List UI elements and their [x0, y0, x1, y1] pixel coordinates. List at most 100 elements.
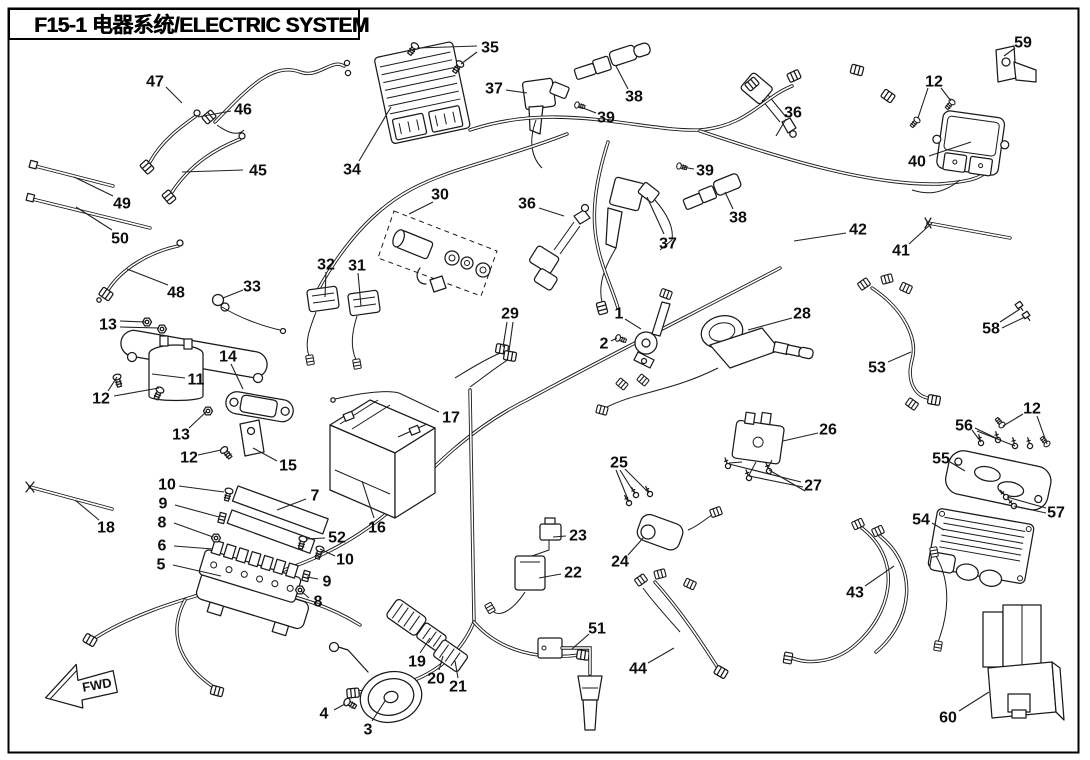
leader-line [438, 655, 444, 671]
part-connector-21 [433, 639, 469, 673]
part-wire-46 [139, 109, 201, 176]
leader-line [222, 289, 244, 299]
part-sensor-36-center [529, 203, 591, 291]
callout-55: 55 [932, 451, 966, 472]
callout-6: 6 [158, 538, 214, 555]
callout-57: 57 [1006, 496, 1065, 522]
callout-number: 29 [501, 306, 519, 323]
callout-54: 54 [912, 512, 945, 531]
callout-number: 20 [427, 671, 445, 688]
part-switch-31 [347, 289, 381, 370]
callout-59: 59 [1003, 35, 1032, 57]
callout-number: 5 [157, 557, 166, 574]
part-harness-43 [782, 517, 948, 665]
callout-number: 14 [219, 349, 237, 366]
fwd-label: FWD [81, 675, 113, 695]
callout-28: 28 [747, 306, 811, 331]
leader-line [305, 537, 326, 540]
leader-line [357, 272, 362, 307]
callout-number: 35 [481, 40, 499, 57]
part-bolt-12a [111, 372, 125, 389]
leader-line [1013, 505, 1047, 514]
callout-47: 47 [146, 74, 183, 104]
page-border [7, 7, 1080, 754]
callout-38: 38 [615, 65, 643, 106]
part-bolt-10a [221, 486, 235, 503]
callout-number: 24 [611, 554, 629, 571]
leader-line [73, 176, 114, 197]
callout-30: 30 [408, 187, 449, 215]
part-fuse-block-6 [198, 539, 302, 603]
part-screw-12-tr-b [908, 115, 922, 130]
callout-number: 49 [113, 196, 131, 213]
part-nut-13b [156, 324, 168, 334]
leader-line [197, 449, 222, 456]
callout-39: 39 [681, 163, 714, 180]
callout-number: 26 [819, 422, 837, 439]
part-wire-17 [330, 391, 400, 403]
callout-number: 25 [610, 455, 628, 472]
part-harness-44 [633, 568, 730, 680]
callout-12: 12 [917, 74, 952, 119]
part-ignition-coil-37-center [595, 176, 673, 316]
callout-number: 42 [849, 222, 867, 239]
callout-number: 27 [804, 478, 822, 495]
callout-number: 12 [1023, 401, 1041, 418]
leader-line [999, 308, 1021, 323]
callout-number: 53 [868, 360, 886, 377]
leader-line [174, 504, 220, 518]
callout-number: 51 [588, 621, 606, 638]
leader-line [976, 430, 1016, 447]
part-bracket-55 [945, 450, 1052, 511]
part-nut-8a [210, 533, 222, 543]
callout-2: 2 [600, 336, 618, 353]
callout-5: 5 [157, 557, 222, 577]
callout-number: 1 [615, 306, 624, 323]
callout-18: 18 [74, 499, 115, 537]
leader-line [361, 480, 375, 519]
callout-26: 26 [782, 422, 837, 442]
leader-line [300, 590, 310, 599]
callout-21: 21 [449, 660, 467, 696]
leader-line [460, 51, 478, 65]
callout-51: 51 [571, 621, 606, 650]
leader-line [333, 703, 346, 711]
part-relay-23 [531, 517, 562, 557]
leader-line [864, 565, 895, 587]
callout-39: 39 [577, 105, 615, 127]
callout-number: 33 [243, 279, 261, 296]
callout-43: 43 [846, 565, 895, 602]
callout-number: 57 [1047, 505, 1065, 522]
callout-56: 56 [955, 418, 1016, 447]
callout-36: 36 [518, 196, 565, 217]
leader-line [230, 363, 244, 390]
part-relay-22 [483, 555, 546, 615]
part-cable-tie-50 [25, 192, 152, 230]
callout-13: 13 [99, 317, 160, 334]
callout-number: 50 [111, 231, 129, 248]
leader-line [173, 522, 214, 538]
leader-line [508, 321, 514, 352]
callout-1: 1 [615, 306, 642, 330]
leader-line [647, 647, 675, 664]
leader-line [949, 461, 966, 472]
callout-58: 58 [982, 308, 1026, 338]
part-screw-39-center [675, 161, 689, 172]
callout-8: 8 [300, 590, 323, 611]
leader-line [917, 87, 929, 119]
leader-line [782, 432, 819, 442]
callout-4: 4 [320, 703, 346, 723]
leader-line [971, 429, 982, 443]
leader-line [624, 468, 650, 494]
leader-line [197, 110, 232, 118]
callout-number: 48 [167, 285, 185, 302]
callout-20: 20 [427, 655, 445, 688]
leader-line [577, 105, 597, 114]
callout-number: 22 [564, 565, 582, 582]
callout-46: 46 [197, 102, 252, 119]
callout-10: 10 [158, 477, 225, 494]
part-connector-19 [386, 598, 427, 636]
callout-27: 27 [728, 463, 822, 495]
leader-line [454, 660, 459, 679]
callout-34: 34 [343, 106, 392, 179]
